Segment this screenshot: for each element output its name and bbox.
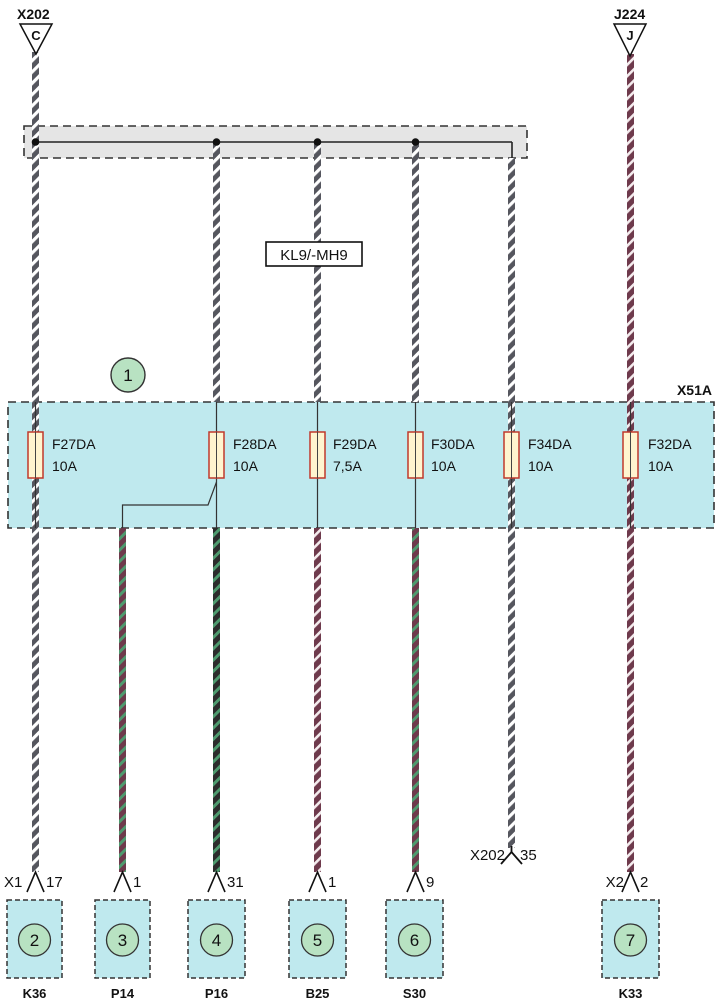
component-number: 4 <box>212 931 221 950</box>
fuse-box-label: X51A <box>677 382 712 398</box>
top-connector-x202: X202 C <box>17 6 54 56</box>
fuse-f34da: F34DA 10A <box>503 431 572 479</box>
component-pin: 9 <box>426 874 434 891</box>
component-code: S30 <box>403 986 426 1001</box>
fuse-f30da: F30DA 10A <box>407 431 475 479</box>
component-code: B25 <box>306 986 330 1001</box>
wire-bus-f30da <box>412 142 419 402</box>
fuse-rating: 7,5A <box>333 458 362 474</box>
fuse-box-callout: 1 <box>110 357 146 393</box>
fuse-rating: 10A <box>233 458 259 474</box>
component-code: K36 <box>23 986 47 1001</box>
component-number: 2 <box>30 931 39 950</box>
wire-p16 <box>213 528 220 872</box>
component-pin: 17 <box>46 874 63 891</box>
fuse-name: F27DA <box>52 436 96 452</box>
component-code: K33 <box>619 986 643 1001</box>
connector-name: J224 <box>614 6 645 22</box>
component-connector: X2 <box>606 874 624 891</box>
fuse-f27da: F27DA 10A <box>27 431 96 479</box>
component-number: 6 <box>410 931 419 950</box>
fuse-name: F29DA <box>333 436 377 452</box>
wire-bus-f28da <box>213 142 220 402</box>
component-number: 7 <box>626 931 635 950</box>
fuse-name: F30DA <box>431 436 475 452</box>
splice-connector: X202 <box>470 847 505 864</box>
wire-p14 <box>119 528 126 872</box>
component-pin: 1 <box>133 874 141 891</box>
top-connector-j224: J224 J <box>612 6 648 58</box>
component-p16: 31 4 P16 <box>187 869 246 1001</box>
junction-dots <box>31 138 513 158</box>
component-pin: 2 <box>640 874 648 891</box>
wire-s30 <box>412 528 419 872</box>
fuse-rating: 10A <box>528 458 554 474</box>
wire-b25 <box>314 528 321 872</box>
connector-name: X202 <box>17 6 50 22</box>
component-s30: 9 6 S30 <box>385 869 444 1001</box>
fuse-rating: 10A <box>52 458 78 474</box>
components: X1 17 2 K36 1 3 P14 31 4 P16 <box>4 869 660 1001</box>
connector-letter: J <box>626 28 633 43</box>
bus-label-text: KL9/-MH9 <box>280 247 348 264</box>
component-number: 5 <box>313 931 322 950</box>
component-k36: X1 17 2 K36 <box>4 869 63 1001</box>
wire-bus-f29da <box>314 142 321 402</box>
component-p14: 1 3 P14 <box>94 869 151 1001</box>
callout-number: 1 <box>123 366 132 385</box>
splice-x202-35: X202 35 <box>470 846 537 865</box>
bus-label: KL9/-MH9 <box>265 241 363 267</box>
fuse-name: F32DA <box>648 436 692 452</box>
fuse-f28da: F28DA 10A <box>208 431 277 479</box>
component-pin: 31 <box>227 874 244 891</box>
component-b25: 1 5 B25 <box>288 869 347 1001</box>
connector-letter: C <box>31 28 41 43</box>
component-code: P14 <box>111 986 135 1001</box>
component-k33: X2 2 7 K33 <box>601 869 660 1001</box>
fuses: F27DA 10A F28DA 10A F29DA 7,5A F30DA 10A… <box>27 431 692 479</box>
component-connector: X1 <box>4 874 22 891</box>
component-code: P16 <box>205 986 228 1001</box>
fuse-rating: 10A <box>431 458 457 474</box>
fuse-f32da: F32DA 10A <box>622 431 692 479</box>
splice-pin: 35 <box>520 847 537 864</box>
fuse-f29da: F29DA 7,5A <box>309 431 377 479</box>
fuse-rating: 10A <box>648 458 674 474</box>
component-number: 3 <box>118 931 127 950</box>
fuse-box-x51a <box>7 401 715 529</box>
component-pin: 1 <box>328 874 336 891</box>
fuse-name: F28DA <box>233 436 277 452</box>
fuse-name: F34DA <box>528 436 572 452</box>
